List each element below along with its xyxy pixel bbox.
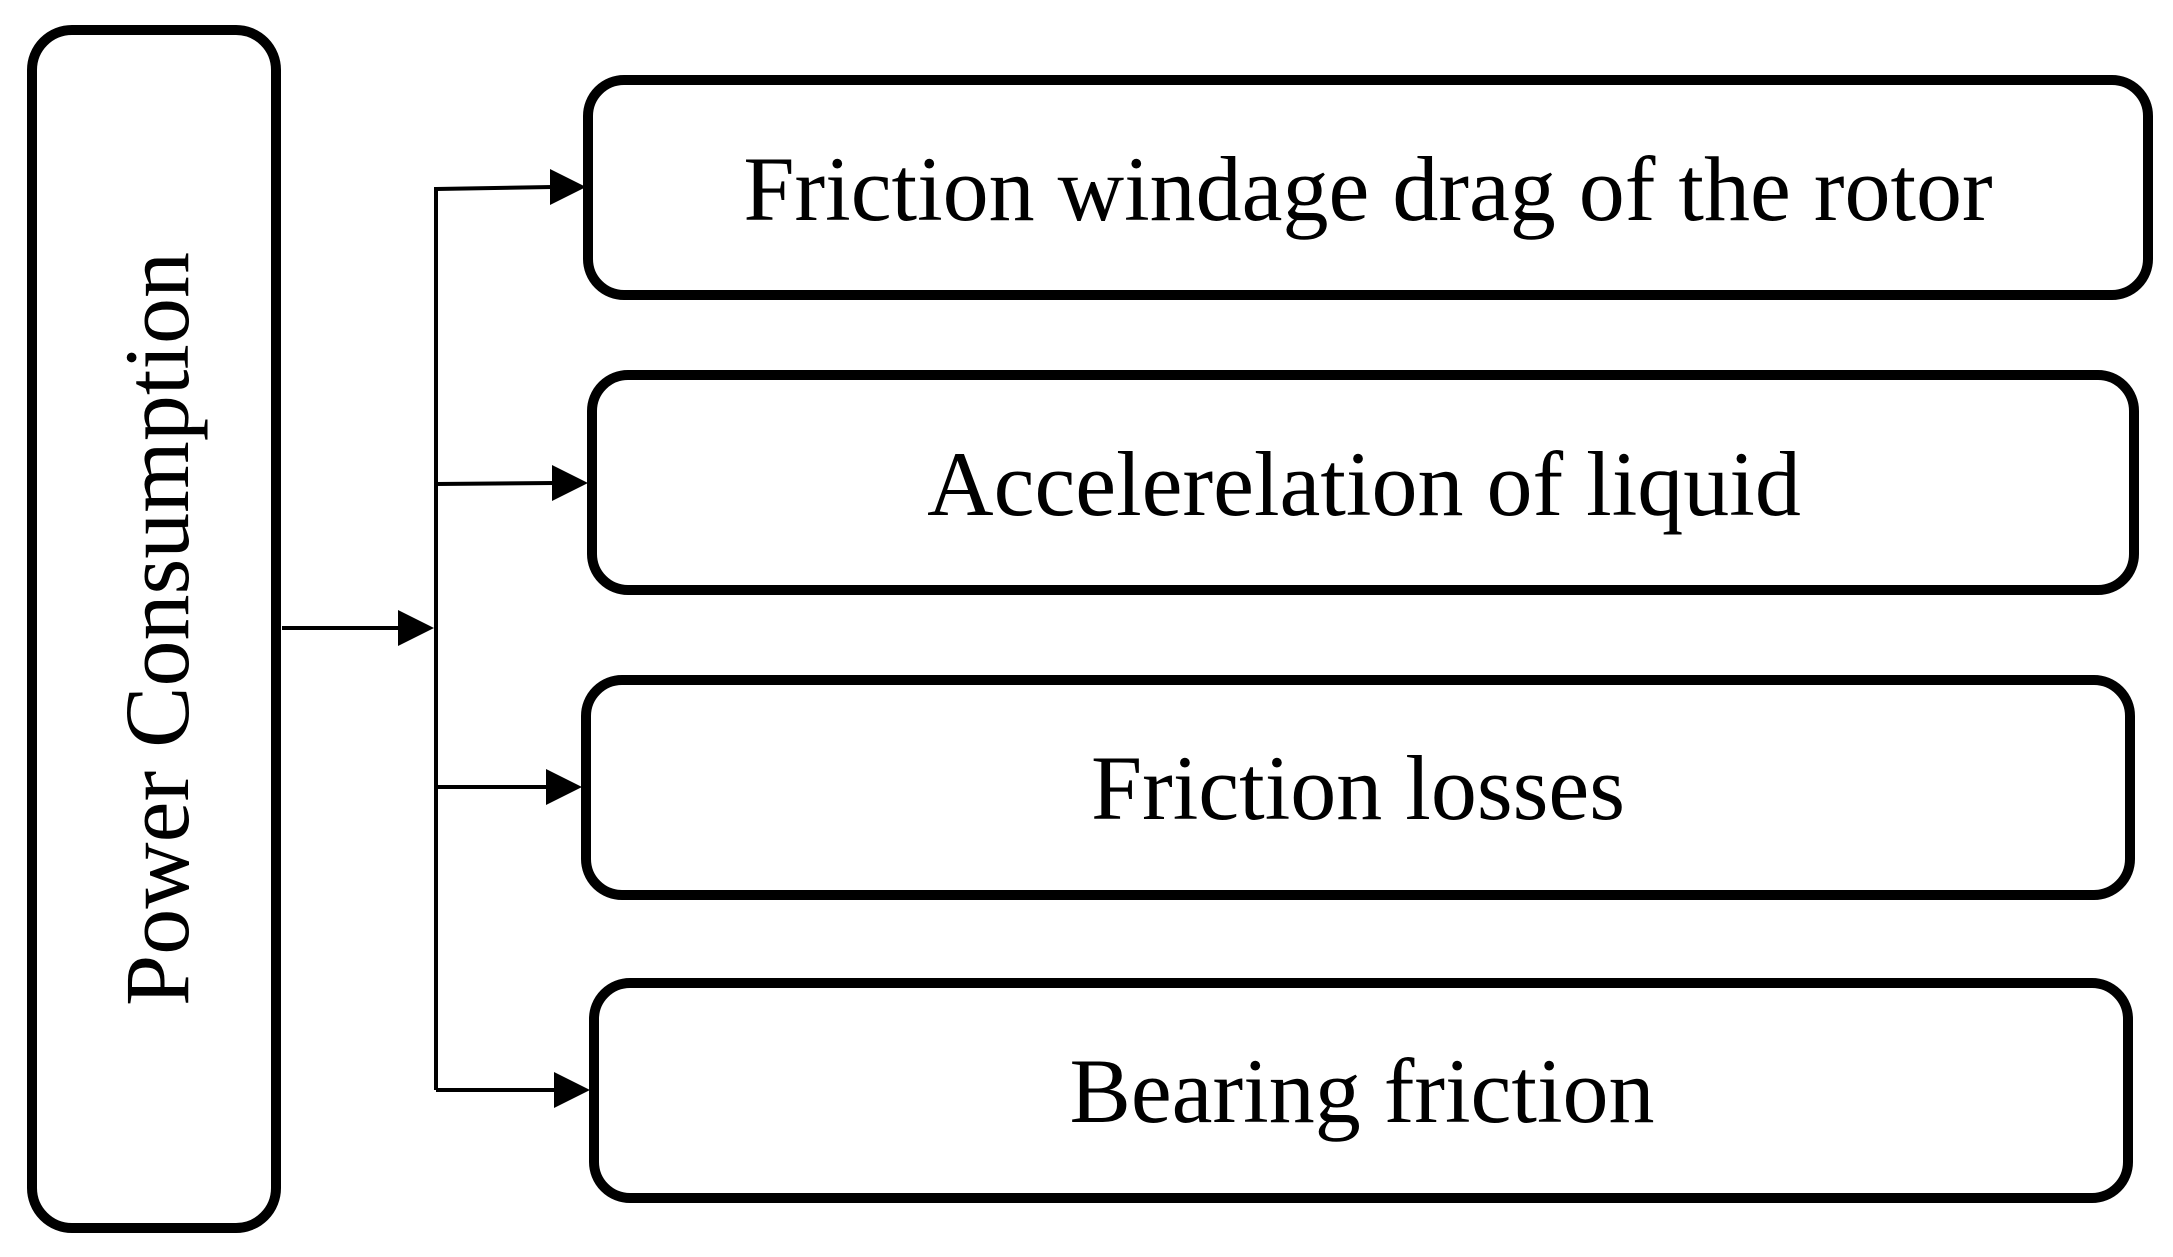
target-box-frame-1 <box>583 75 2153 300</box>
target-box-label-4: Bearing friction <box>1069 1040 1654 1142</box>
source-arrow-head <box>398 610 434 646</box>
target-box-label-2: Accelerelation of liquid <box>927 433 1801 535</box>
connectors <box>282 169 590 1108</box>
branch-line-2 <box>435 481 555 486</box>
target-box-1: Friction windage drag of the rotor <box>583 75 2153 300</box>
target-box-4: Bearing friction <box>589 978 2133 1203</box>
branch-arrow-head-4 <box>554 1072 590 1108</box>
target-box-frame-4 <box>589 978 2133 1203</box>
target-box-3: Friction losses <box>581 675 2135 900</box>
target-box-2: Accelerelation of liquid <box>587 370 2139 595</box>
branch-arrow-head-2 <box>552 465 588 501</box>
source-box-frame <box>27 25 281 1233</box>
branch-line-1 <box>435 185 553 191</box>
branch-arrow-head-1 <box>550 169 586 205</box>
target-box-frame-2 <box>587 370 2139 595</box>
branch-arrow-head-3 <box>546 769 582 805</box>
target-box-frame-3 <box>581 675 2135 900</box>
source-box-label: Power Consumption <box>106 252 208 1006</box>
target-box-label-3: Friction losses <box>1091 737 1625 839</box>
target-box-label-1: Friction windage drag of the rotor <box>743 138 1992 240</box>
source-box: Power Consumption <box>27 25 281 1233</box>
